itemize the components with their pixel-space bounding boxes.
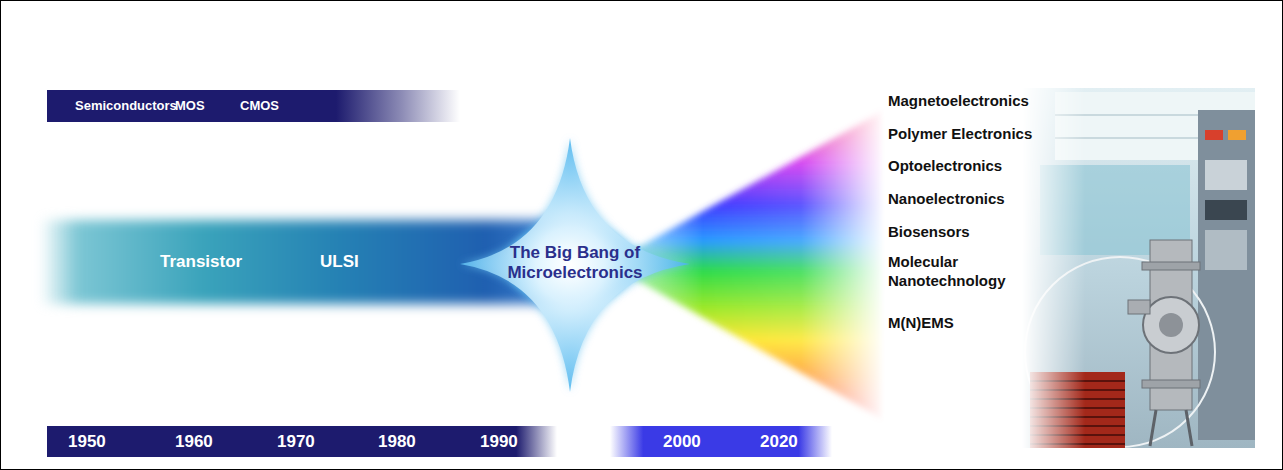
control-panel — [1205, 160, 1247, 190]
field-label: Optoelectronics — [888, 156, 1002, 175]
year-label: 1950 — [68, 432, 106, 452]
big-bang-star: The Big Bang of Microelectronics — [455, 130, 695, 400]
panel-light — [1205, 130, 1223, 140]
red-stripes — [1030, 381, 1125, 444]
band-fill — [610, 426, 832, 457]
field-label: Polymer Electronics — [888, 124, 1032, 143]
field-label: Biosensors — [888, 222, 970, 241]
year-label: 1990 — [480, 432, 518, 452]
flange — [1142, 262, 1200, 270]
timeline-band: 1950 1960 1970 1980 1990 — [47, 426, 557, 457]
timeline-band: 2000 2020 — [610, 426, 832, 457]
year-label: 2020 — [760, 432, 798, 452]
era-label: MOS — [175, 99, 205, 114]
control-panel — [1205, 200, 1247, 220]
photo-ground — [1022, 88, 1255, 448]
era-band: SemiconductorsMOS CMOS — [47, 90, 460, 122]
year-label: 1970 — [277, 432, 315, 452]
chamber-port — [1143, 297, 1199, 353]
red-block — [1030, 372, 1125, 448]
control-panel — [1205, 230, 1247, 270]
field-label: M(N)EMS — [888, 313, 954, 332]
era-label: CMOS — [240, 99, 279, 114]
era-label: Semiconductors — [75, 99, 177, 114]
flange — [1142, 380, 1200, 388]
chamber-port — [1159, 313, 1183, 337]
year-label: 1980 — [378, 432, 416, 452]
star-glow — [460, 138, 690, 392]
technology-label: ULSI — [320, 252, 359, 272]
technology-label: Transistor — [160, 252, 242, 272]
star-body — [460, 138, 690, 392]
pipe — [1128, 300, 1150, 314]
year-label: 2000 — [663, 432, 701, 452]
field-label: Molecular Nanotechnology — [888, 252, 1028, 290]
panel-light — [1228, 130, 1246, 140]
field-label: Magnetoelectronics — [888, 91, 1029, 110]
star-title: The Big Bang of Microelectronics — [485, 243, 665, 282]
field-label: Nanoelectronics — [888, 189, 1005, 208]
chamber-legs — [1150, 410, 1192, 446]
year-label: 1960 — [175, 432, 213, 452]
lab-photo — [1022, 88, 1255, 448]
